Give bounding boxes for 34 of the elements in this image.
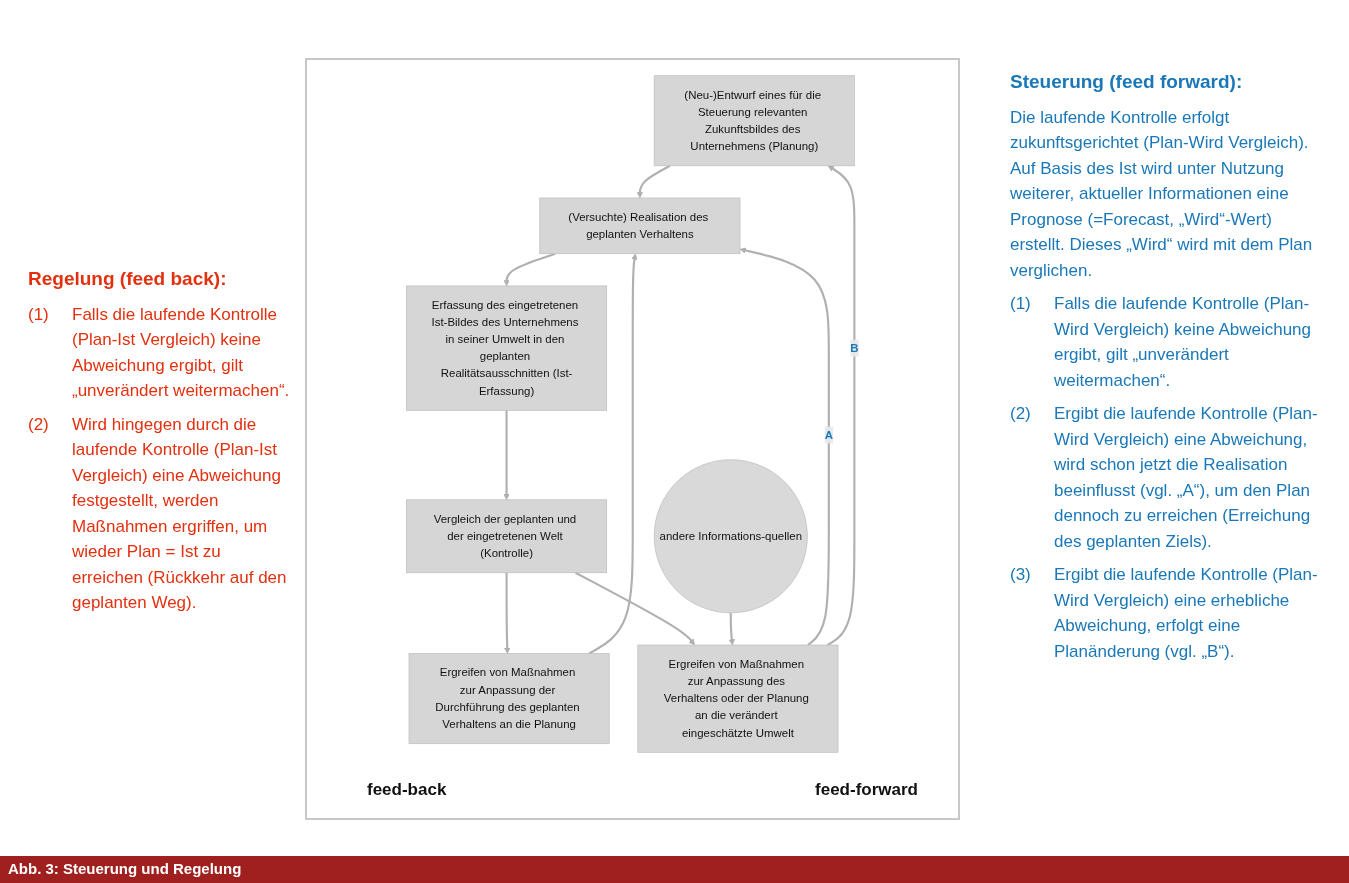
section-heading: Regelung (feed back): xyxy=(28,267,228,291)
list-text: Falls die laufende Kontrolle (Plan-Wird Vergleich) keine Abweichung ergibt, gilt „unverändert weitermachen“. xyxy=(1054,293,1313,392)
node-box: (Versuchte) Realisation des geplanten Verhaltens xyxy=(539,197,741,255)
section-heading: Steuerung (feed forward): xyxy=(1010,70,1244,94)
arrow xyxy=(575,571,695,646)
list-text: Ergibt die laufende Kontrolle (Plan-Wird Vergleich) eine Abweichung, wird schon jetzt die Realisation beeinflusst (vgl. „A“), um den Plan dennoch zu erreichen (Erreichung des geplanten Ziels). xyxy=(1054,403,1319,553)
feed-forward-label: feed-forward xyxy=(815,780,918,800)
edge-label: A xyxy=(824,428,833,441)
node-box: (Neu-)Entwurf eines für die Steuerung relevanten Zukunftsbildes des Unternehmens (Planung) xyxy=(653,75,855,167)
arrow xyxy=(588,253,638,655)
caption: Abb. 3: Steuerung und Regelung xyxy=(8,860,242,877)
arrow xyxy=(636,164,671,199)
arrow xyxy=(504,572,511,654)
edge-label: B xyxy=(850,341,859,354)
node-box: Erfassung des eingetretenen Ist-Bildes des Unternehmens in seiner Umwelt in den geplanten Realitätsausschnitten (Ist-Erfassung) xyxy=(406,285,608,411)
arrow xyxy=(728,612,735,646)
node-circle: andere Informations-quellen xyxy=(653,459,808,614)
arrow xyxy=(739,247,830,646)
arrow xyxy=(503,410,510,501)
node-box: Ergreifen von Maßnahmen zur Anpassung der Durchführung des geplanten Verhaltens an die Planung xyxy=(408,653,610,745)
paragraph: Die laufende Kontrolle erfolgt zukunftsgerichtet (Plan-Wird Vergleich). Auf Basis des Ist wird unter Nutzung weiterer, aktueller Informationen eine Prognose (=Forecast, „Wird“-Wert) erstellt. Dieses „Wird“ wird mit dem Plan verglichen. xyxy=(1010,106,1314,282)
node-box: Ergreifen von Maßnahmen zur Anpassung des Verhaltens oder der Planung an die verändert eingeschätzte Umwelt xyxy=(637,644,839,753)
list-text: Falls die laufende Kontrolle (Plan-Ist Vergleich) keine Abweichung ergibt, gilt „unverändert weitermachen“. xyxy=(72,303,291,402)
list-number: (2) xyxy=(28,413,50,436)
list-text: Wird hingegen durch die laufende Kontrolle (Plan-Ist Vergleich) eine Abweichung festgestellt, werden Maßnahmen ergriffen, um wieder Plan = Ist zu erreichen (Rückkehr auf den geplanten Weg). xyxy=(72,413,288,614)
feed-back-label: feed-back xyxy=(367,780,447,800)
arrow xyxy=(503,252,556,287)
list-number: (2) xyxy=(1010,403,1032,425)
arrow xyxy=(826,165,856,646)
list-number: (3) xyxy=(1010,564,1032,586)
list-number: (1) xyxy=(28,303,50,326)
list-text: Ergibt die laufende Kontrolle (Plan-Wird Vergleich) eine erhebliche Abweichung, erfolgt eine Planänderung (vgl. „B“). xyxy=(1054,564,1319,663)
node-box: Vergleich der geplanten und der eingetretenen Welt (Kontrolle) xyxy=(406,499,608,574)
list-number: (1) xyxy=(1010,293,1032,315)
